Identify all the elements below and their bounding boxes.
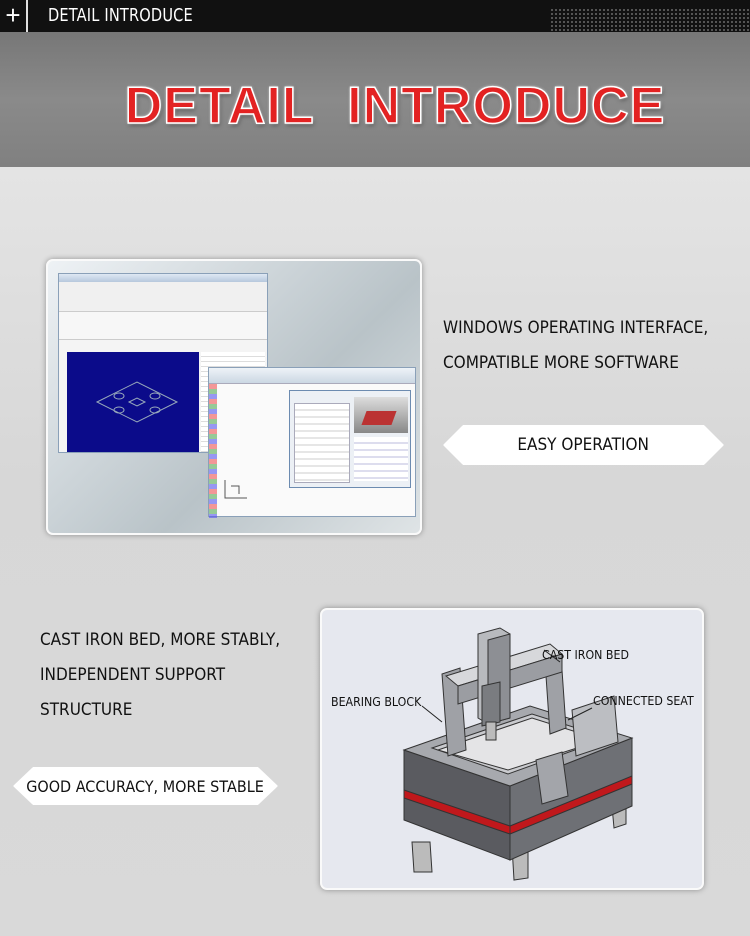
easy-operation-badge: EASY OPERATION	[443, 425, 724, 465]
machine-drawing: CAST IRON BED BEARING BLOCK CONNECTED SE…	[320, 608, 704, 890]
badge-label: EASY OPERATION	[517, 435, 650, 455]
machine-line-3: STRUCTURE	[40, 700, 133, 720]
plus-icon[interactable]: +	[5, 0, 21, 30]
software-screenshot	[46, 259, 422, 535]
software-line-1: WINDOWS OPERATING INTERFACE,	[443, 318, 709, 338]
cam-window	[58, 273, 268, 453]
label-cast-iron-bed: CAST IRON BED	[542, 648, 629, 662]
editor-window	[208, 367, 416, 518]
dot-pattern	[550, 8, 750, 32]
settings-dialog	[289, 390, 411, 488]
label-bearing-block: BEARING BLOCK	[331, 695, 422, 709]
header-label: DETAIL INTRODUCE	[48, 5, 193, 26]
top-bar: + DETAIL INTRODUCE	[0, 0, 750, 32]
banner: DETAIL INTRODUCE	[0, 32, 750, 167]
machine-line-2: INDEPENDENT SUPPORT	[40, 665, 226, 685]
badge-label: GOOD ACCURACY, MORE STABLE	[26, 776, 265, 796]
software-line-2: COMPATIBLE MORE SOFTWARE	[443, 353, 679, 373]
machine-line-1: CAST IRON BED, MORE STABLY,	[40, 630, 281, 650]
label-connected-seat: CONNECTED SEAT	[593, 694, 694, 708]
banner-title: DETAIL INTRODUCE	[124, 76, 666, 136]
viewport	[67, 352, 199, 452]
accuracy-badge: GOOD ACCURACY, MORE STABLE	[13, 767, 278, 805]
divider	[26, 0, 28, 32]
cnc-machine-illustration	[402, 627, 634, 881]
